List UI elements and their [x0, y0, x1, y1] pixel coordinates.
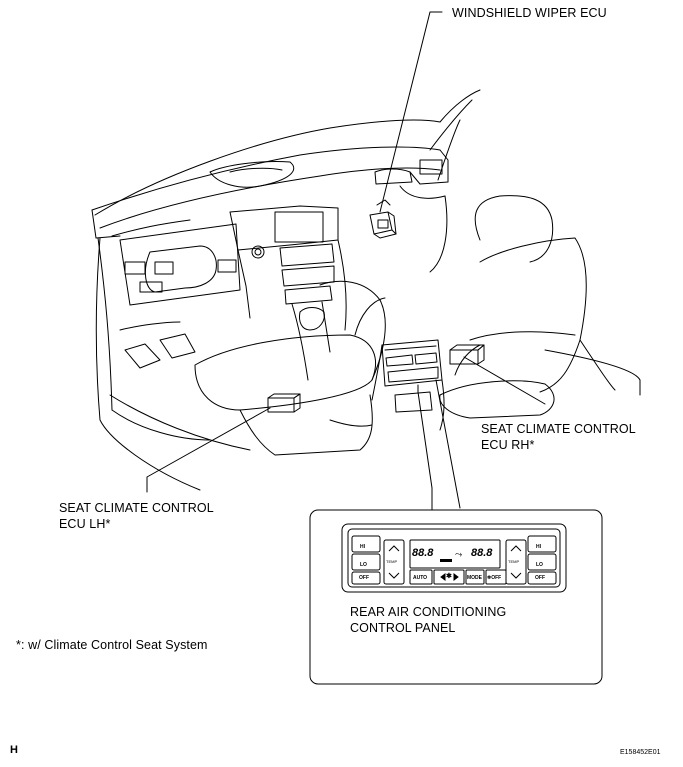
fan-icon: ✱: [446, 573, 452, 580]
seat-ecu-rh-box: [449, 349, 479, 365]
panel-ac-off-button: ❄OFF: [487, 575, 502, 581]
seat-climate-control-ecu-lh-label-line2: ECU LH*: [59, 517, 111, 531]
fan-bar-icon: [440, 553, 452, 562]
panel-mode-button: MODE: [467, 575, 482, 581]
windshield-outline: [94, 89, 481, 216]
seat-ecu-lh-box: [267, 397, 295, 413]
panel-lo-right: LO: [536, 562, 543, 568]
rear-air-conditioning-label-line1: REAR AIR CONDITIONING: [350, 605, 507, 619]
seat-climate-control-ecu-rh-label-line1: SEAT CLIMATE CONTROL: [481, 422, 636, 436]
rear-ac-panel-drawing: [341, 523, 567, 593]
rear-air-conditioning-label-line2: CONTROL PANEL: [350, 621, 456, 635]
panel-display-left: 88.8: [412, 547, 434, 559]
panel-hi-left: HI: [360, 544, 365, 550]
figure-code: E158452E01: [620, 749, 661, 756]
footnote: *: w/ Climate Control Seat System: [16, 638, 208, 652]
front-right-seat: [439, 195, 616, 419]
panel-off-right: OFF: [535, 575, 545, 581]
airflow-icon: ⤳: [455, 549, 463, 559]
leader-lines: [146, 11, 546, 511]
floor-outline: [95, 237, 641, 491]
center-console-outline: [229, 205, 347, 381]
windshield-wiper-ecu-label: WINDSHIELD WIPER ECU: [452, 6, 607, 20]
front-left-seat: [194, 280, 386, 456]
panel-display-right: 88.8: [471, 547, 493, 559]
panel-temp-right: TEMP: [508, 559, 520, 564]
rear-console: [371, 339, 445, 431]
dashboard-outline: [91, 146, 449, 273]
corner-letter: H: [10, 744, 18, 756]
windshield-wiper-ecu-box: [369, 199, 397, 239]
seat-climate-control-ecu-rh-label-line2: ECU RH*: [481, 438, 535, 452]
panel-lo-left: LO: [360, 562, 367, 568]
seat-climate-control-ecu-lh-label-line1: SEAT CLIMATE CONTROL: [59, 501, 214, 515]
panel-hi-right: HI: [536, 544, 541, 550]
panel-off-left: OFF: [359, 575, 369, 581]
panel-temp-left: TEMP: [386, 559, 398, 564]
panel-auto-button: AUTO: [413, 575, 428, 581]
callout-frame: [309, 509, 603, 685]
instrument-panel-left: [97, 223, 241, 441]
